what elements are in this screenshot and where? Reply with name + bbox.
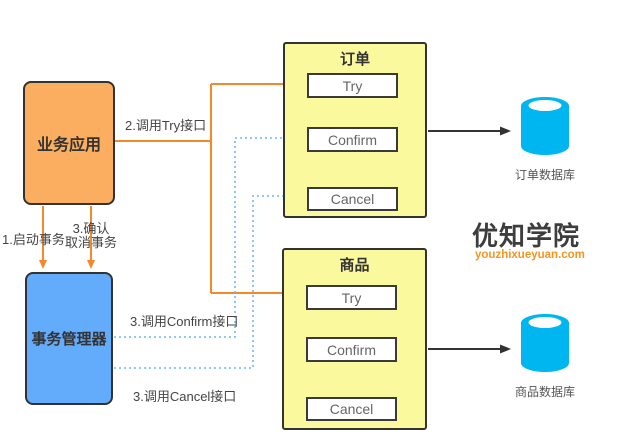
order-database-label: 订单数据库 — [514, 168, 575, 182]
order-confirm-box: Confirm — [307, 127, 398, 152]
product-database: 商品数据库 — [497, 313, 593, 400]
order-try-box: Try — [307, 73, 398, 98]
product-confirm-box: Confirm — [306, 337, 397, 362]
watermark-brand: 优知学院 — [472, 221, 581, 251]
product-database-label: 商品数据库 — [514, 385, 575, 399]
product-service-node: 商品 Try Confirm Cancel — [282, 248, 427, 430]
order-database: 订单数据库 — [497, 96, 593, 183]
product-cancel-box: Cancel — [306, 397, 397, 421]
transaction-manager-label: 事务管理器 — [31, 331, 107, 348]
label-confirm-or-cancel-line2: 取消事务 — [64, 235, 117, 250]
order-service-title: 订单 — [339, 51, 370, 68]
order-service-node: 订单 Try Confirm Cancel — [283, 42, 427, 218]
label-confirm-or-cancel: 3.确认 取消事务 — [62, 222, 120, 250]
label-call-cancel: 3.调用Cancel接口 — [133, 389, 237, 404]
product-try-box: Try — [306, 285, 397, 310]
label-start-transaction: 1.启动事务 — [2, 232, 65, 247]
order-cancel-box: Cancel — [307, 187, 398, 211]
business-app-node: 业务应用 — [23, 81, 115, 205]
edge-call-confirm-arrow — [114, 134, 301, 338]
label-call-confirm: 3.调用Confirm接口 — [130, 314, 239, 329]
database-icon — [521, 314, 569, 372]
label-confirm-or-cancel-line1: 3.确认 — [72, 221, 110, 236]
label-call-try: 2.调用Try接口 — [125, 118, 207, 133]
business-app-label: 业务应用 — [36, 137, 101, 154]
product-service-title: 商品 — [339, 257, 370, 274]
database-icon — [521, 97, 569, 155]
transaction-manager-node: 事务管理器 — [25, 272, 113, 405]
edge-call-cancel-arrow — [114, 192, 301, 369]
watermark-site: youzhixueyuan.com — [475, 249, 585, 261]
